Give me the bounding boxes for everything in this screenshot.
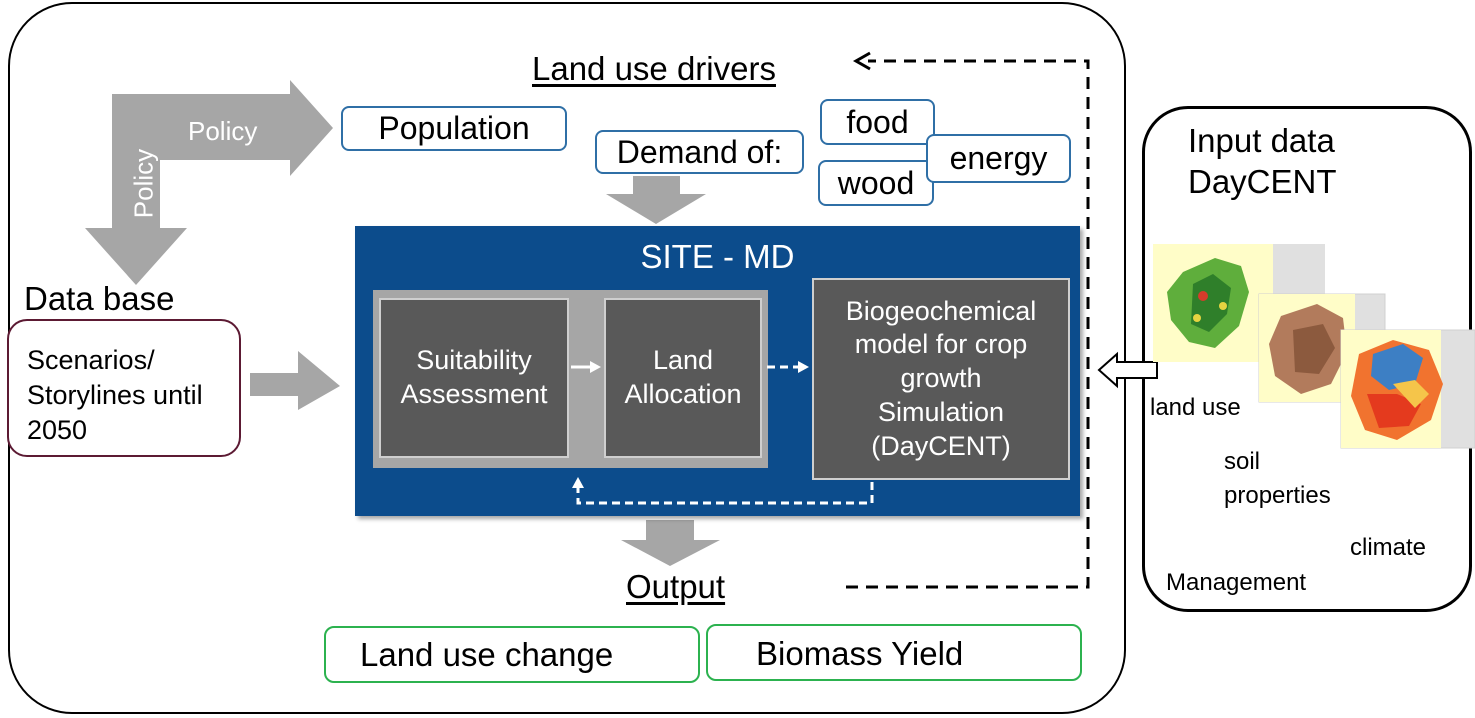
biogeochemical-model-box: Biogeochemical model for crop growth Sim… <box>812 278 1070 480</box>
scenarios-box: Scenarios/ Storylines until 2050 <box>7 319 241 457</box>
database-to-site-arrow <box>250 351 340 410</box>
database-heading: Data base <box>24 280 175 317</box>
output-down-arrow <box>621 520 720 566</box>
soil-properties-map <box>1258 293 1386 403</box>
storylines-line: Storylines until <box>27 380 203 410</box>
suitability-line-2: Assessment <box>400 379 548 409</box>
model-feedback-arrowhead <box>572 477 584 488</box>
input-data-title: Input data DayCENT <box>1188 120 1337 202</box>
demand-wood-box: wood <box>818 160 934 206</box>
input-soil-label: soil <box>1224 448 1261 475</box>
bio-line-5: (DayCENT) <box>871 430 1011 461</box>
climate-map <box>1340 329 1475 449</box>
input-land-use-label: land use <box>1150 394 1241 421</box>
input-data-title-line-2: DayCENT <box>1188 163 1337 200</box>
policy-horizontal-label: Policy <box>188 116 258 146</box>
bio-line-1: Biogeochemical <box>845 295 1037 326</box>
input-management-label: Management <box>1166 569 1307 596</box>
population-box: Population <box>341 106 567 151</box>
allocation-line-1: Land <box>652 345 714 376</box>
land-use-change-box: Land use change <box>324 626 700 683</box>
model-feedback-dashed <box>576 482 874 505</box>
output-heading: Output <box>626 568 726 605</box>
feedback-dashed-line <box>846 59 1090 589</box>
allocation-line-2: Allocation <box>624 379 742 409</box>
allocation-to-model-arrowhead <box>798 361 809 373</box>
biomass-yield-box: Biomass Yield <box>706 624 1082 681</box>
site-md-title: SITE - MD <box>640 238 795 275</box>
biomass-yield-label: Biomass Yield <box>756 635 964 672</box>
bio-line-2: model for crop <box>854 329 1028 360</box>
input-climate-label: climate <box>1350 534 1427 561</box>
input-data-title-line-1: Input data <box>1188 122 1335 159</box>
demand-food-box: food <box>820 99 935 145</box>
input-data-arrow <box>1097 351 1158 389</box>
demand-energy-box: energy <box>926 134 1071 183</box>
policy-arrow <box>85 80 333 285</box>
feedback-arrowhead <box>852 51 871 71</box>
input-properties-label: properties <box>1224 482 1331 509</box>
input-maps <box>1153 244 1475 449</box>
land-use-drivers-heading: Land use drivers <box>532 50 776 87</box>
demand-down-arrow <box>606 176 706 224</box>
year-line: 2050 <box>27 415 88 445</box>
land-allocation-box: Land Allocation <box>604 298 762 458</box>
suitability-line-1: Suitability <box>416 345 532 376</box>
suitability-assessment-box: Suitability Assessment <box>379 298 569 458</box>
demand-of-box: Demand of: <box>595 130 804 174</box>
land-use-change-label: Land use change <box>360 636 614 673</box>
suitability-to-allocation-arrowhead <box>590 361 601 373</box>
scenarios-line: Scenarios/ <box>27 345 155 375</box>
bio-line-4: Simulation <box>877 396 1005 427</box>
bio-line-3: growth <box>900 363 982 394</box>
land-use-map <box>1153 244 1325 362</box>
